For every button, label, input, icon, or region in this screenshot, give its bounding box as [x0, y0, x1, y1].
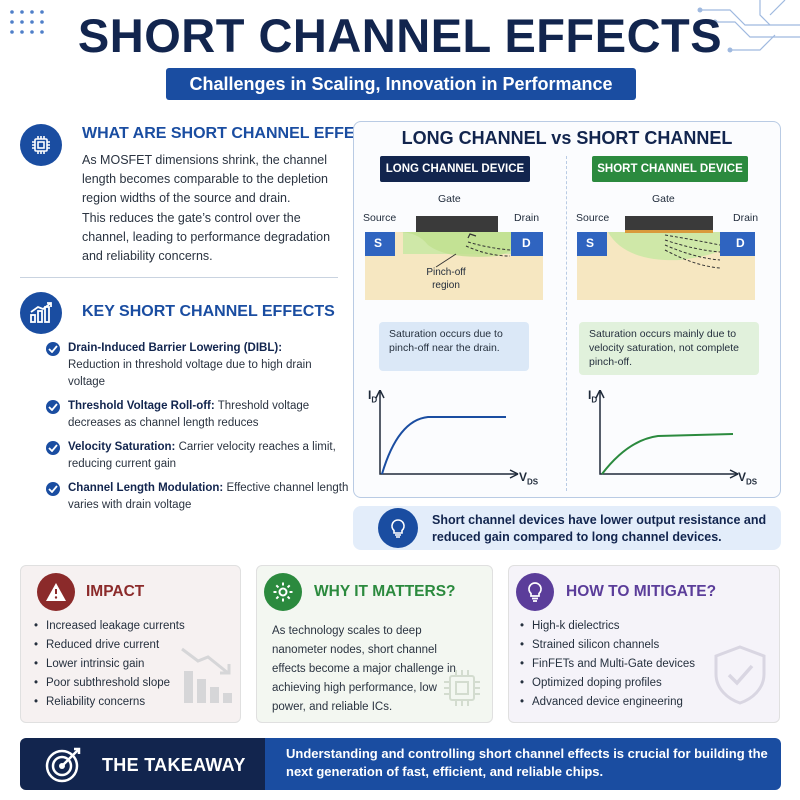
page-title: SHORT CHANNEL EFFECTS — [77, 9, 723, 62]
insight-box — [353, 506, 781, 550]
check-icon — [46, 400, 60, 414]
key-effects-list: Drain-Induced Barrier Lowering (DIBL): R… — [46, 340, 351, 521]
check-icon — [46, 441, 60, 455]
effect-description: Reduction in threshold voltage due to hi… — [68, 359, 312, 388]
mitigate-title: HOW TO MITIGATE? — [566, 583, 717, 600]
page-subtitle: Challenges in Scaling, Innovation in Per… — [166, 68, 636, 100]
list-item: Optimized doping profiles — [520, 674, 720, 693]
circuit-trace-decoration — [697, 0, 800, 53]
short-drain-label: Drain — [733, 212, 759, 224]
list-item: Reliability concerns — [34, 693, 194, 712]
mitigate-list: High-k dielectrics Strained silicon chan… — [520, 617, 720, 712]
short-channel-tag: SHORT CHANNEL DEVICE — [592, 156, 748, 182]
comparison-divider — [566, 156, 567, 491]
section-divider — [20, 277, 338, 278]
list-item: Threshold Voltage Roll-off: Threshold vo… — [46, 398, 351, 432]
dot-grid-decoration — [10, 10, 44, 34]
why-text: As technology scales to deep nanometer n… — [272, 625, 456, 713]
effect-name: Velocity Saturation: — [68, 441, 176, 453]
long-channel-iv-curve — [375, 390, 519, 479]
what-are-title: WHAT ARE SHORT CHANNEL EFFECTS? — [82, 125, 397, 142]
takeaway-text-block — [265, 738, 781, 790]
long-channel-device-diagram — [365, 216, 543, 300]
what-are-paragraph-2: This reduces the gate’s control over the… — [82, 211, 331, 263]
takeaway-text: Understanding and controlling short chan… — [286, 746, 768, 779]
list-item: Reduced drive current — [34, 636, 194, 655]
lightbulb-icon — [516, 573, 554, 611]
short-y-axis-label: ID — [588, 388, 598, 405]
long-channel-tag: LONG CHANNEL DEVICE — [380, 156, 530, 182]
effect-name: Drain-Induced Barrier Lowering (DIBL): — [68, 342, 283, 354]
warning-icon — [37, 573, 75, 611]
chip-icon — [20, 124, 62, 166]
short-x-axis-label: VDS — [738, 470, 758, 487]
long-x-axis-label: VDS — [519, 470, 539, 487]
list-item: High-k dielectrics — [520, 617, 720, 636]
impact-list: Increased leakage currents Reduced drive… — [34, 617, 194, 712]
insight-text: Short channel devices have lower output … — [432, 513, 767, 544]
list-item: Velocity Saturation: Carrier velocity re… — [46, 439, 351, 473]
check-icon — [46, 342, 60, 356]
short-gate-label: Gate — [652, 193, 675, 205]
effect-description: Effective channel length varies with dra… — [68, 482, 349, 511]
effect-name: Threshold Voltage Roll-off: — [68, 400, 215, 412]
short-channel-note: Saturation occurs mainly due to velocity… — [579, 322, 759, 375]
long-channel-note: Saturation occurs due to pinch-off near … — [379, 322, 529, 371]
short-s-label: S — [586, 236, 595, 250]
long-s-label: S — [374, 236, 383, 250]
short-source-label: Source — [576, 212, 610, 224]
long-drain-label: Drain — [514, 212, 540, 224]
short-channel-iv-curve — [595, 390, 739, 479]
list-item: Increased leakage currents — [34, 617, 194, 636]
long-d-label: D — [522, 236, 531, 250]
long-y-axis-label: ID — [368, 388, 378, 405]
effect-name: Channel Length Modulation: — [68, 482, 224, 494]
comparison-title: LONG CHANNEL vs SHORT CHANNEL — [401, 128, 733, 148]
target-icon — [45, 747, 81, 783]
chip-watermark-icon — [444, 670, 480, 706]
list-item: Channel Length Modulation: Effective cha… — [46, 480, 351, 514]
short-channel-device-diagram — [577, 216, 755, 300]
list-item: Strained silicon channels — [520, 636, 720, 655]
bar-chart-icon — [20, 292, 62, 334]
effect-description: Carrier velocity reaches a limit, reduci… — [68, 441, 336, 470]
list-item: Advanced device engineering — [520, 693, 720, 712]
what-are-paragraph-1: As MOSFET dimensions shrink, the channel… — [82, 153, 328, 205]
list-item: Poor subthreshold slope — [34, 674, 194, 693]
long-source-label: Source — [363, 212, 397, 224]
list-item: FinFETs and Multi-Gate devices — [520, 655, 720, 674]
list-item: Drain-Induced Barrier Lowering (DIBL): R… — [46, 340, 351, 391]
short-d-label: D — [736, 236, 745, 250]
impact-title: IMPACT — [86, 583, 145, 600]
key-effects-title: KEY SHORT CHANNEL EFFECTS — [82, 303, 335, 320]
gear-icon — [264, 573, 302, 611]
lightbulb-icon — [378, 508, 418, 548]
list-item: Lower intrinsic gain — [34, 655, 194, 674]
shield-check-icon — [714, 645, 766, 705]
why-title: WHY IT MATTERS? — [314, 583, 456, 600]
long-gate-label: Gate — [438, 193, 461, 205]
check-icon — [46, 482, 60, 496]
takeaway-title: THE TAKEAWAY — [102, 755, 246, 775]
effect-description: Threshold voltage decreases as channel l… — [68, 400, 310, 429]
